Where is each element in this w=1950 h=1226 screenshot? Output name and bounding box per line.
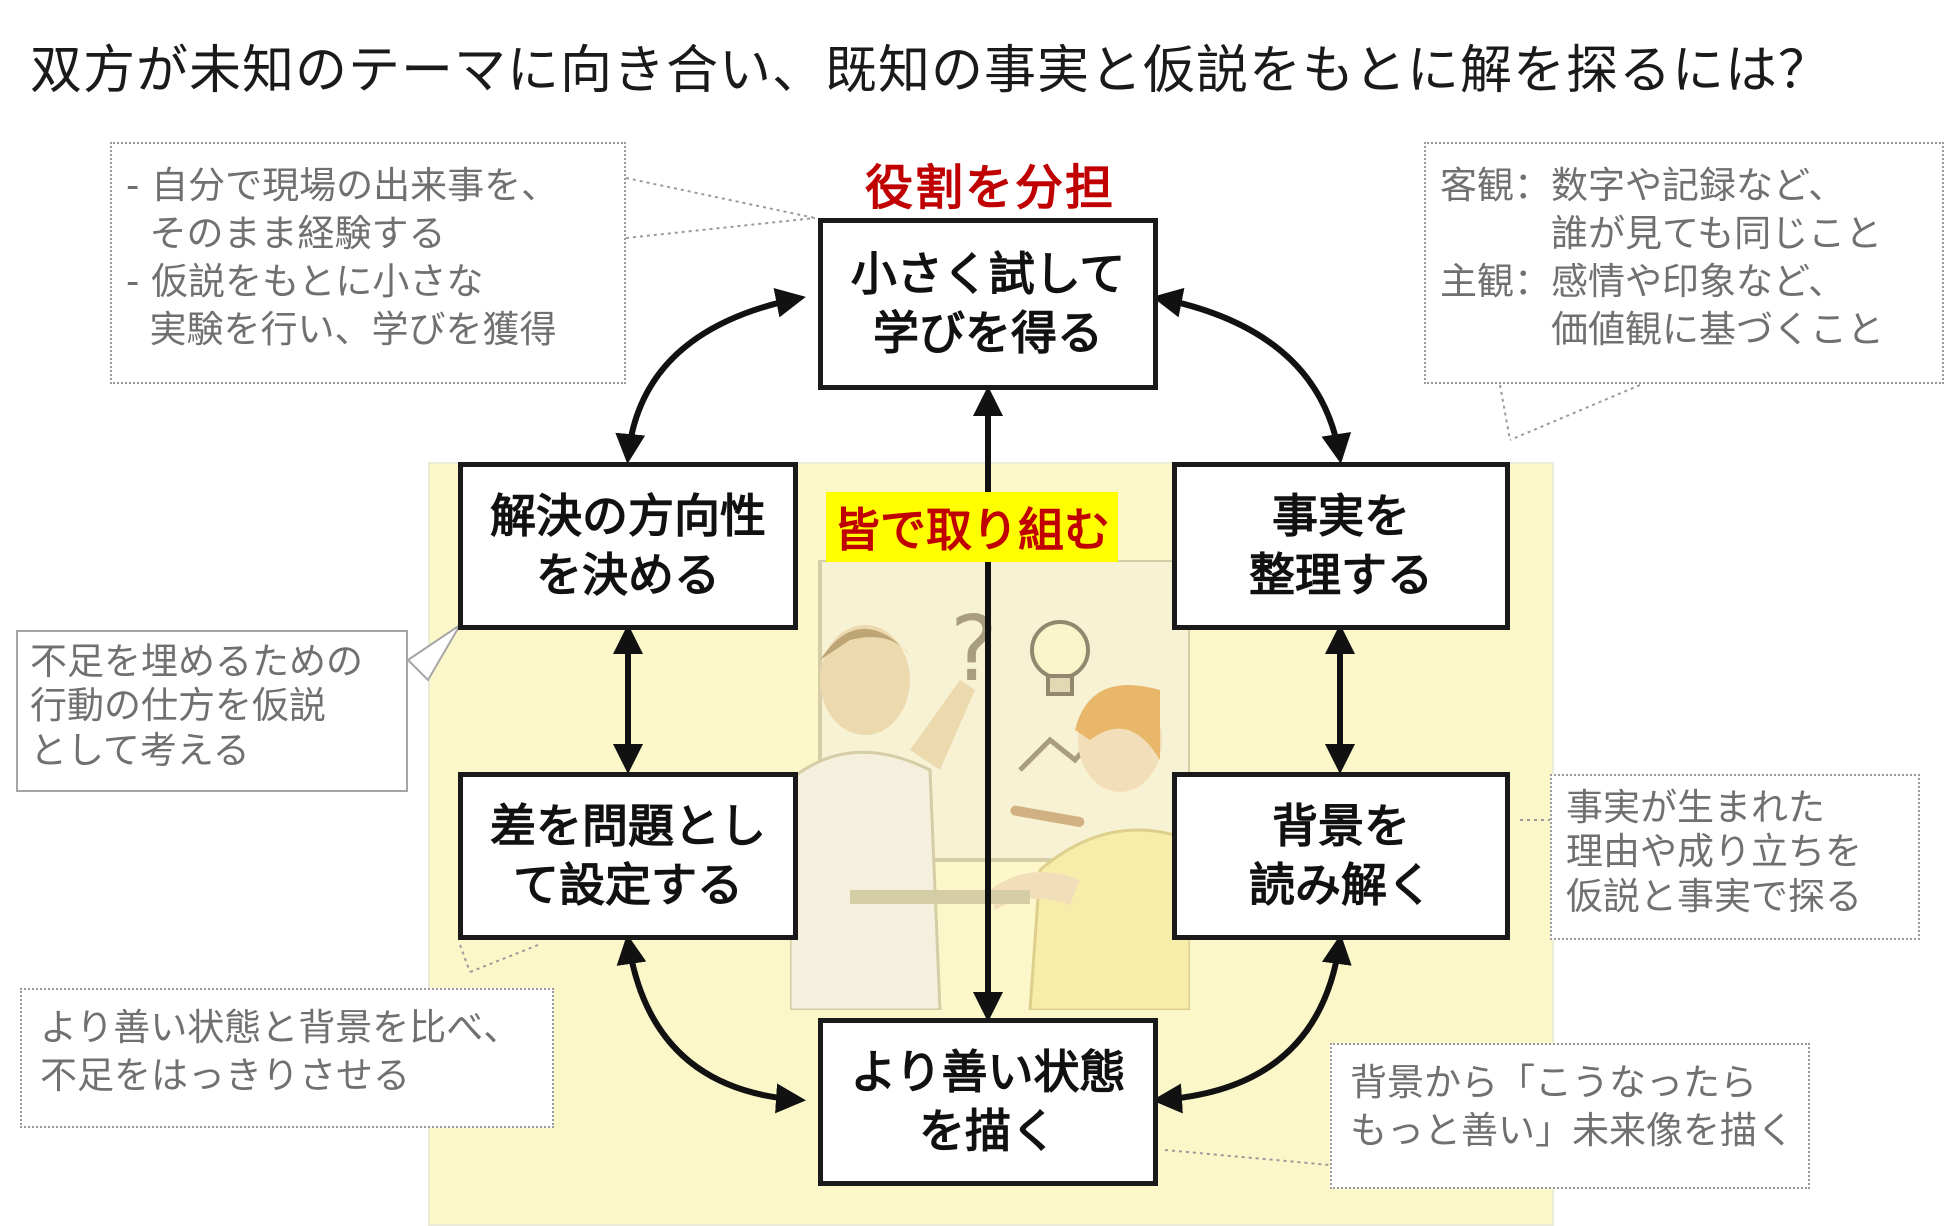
pointer-bottom-left (469, 944, 539, 973)
step-small-experiment-line-2: 学びを得る (873, 306, 1103, 360)
arrow-top-to-left (615, 288, 806, 464)
lightbulb-icon (1030, 620, 1090, 696)
pointer-top-left (625, 177, 816, 219)
step-decide-direction-line-2: を決める (536, 548, 720, 602)
note-objective-subjective: 客観：数字や記録など、 誰が見ても同じこと 主観：感情や印象など、 価値観に基づ… (1424, 142, 1944, 384)
step-define-problem-line-2: て設定する (513, 858, 743, 912)
step-small-experiment: 小さく試して学びを得る (818, 218, 1158, 390)
step-organize-facts-line-1: 事実を (1272, 489, 1410, 544)
step-organize-facts-line-2: 整理する (1249, 548, 1433, 602)
pointer-bottom-right (1164, 1149, 1331, 1166)
step-define-problem-line-1: 差を問題とし (490, 799, 766, 854)
pointer-top-right (1509, 384, 1641, 441)
step-envision-better-state: より善い状態を描く (818, 1018, 1158, 1186)
page-title: 双方が未知のテーマに向き合い、既知の事実と仮説をもとに解を探るには？ (30, 41, 1831, 101)
work-together-label: 皆で取り組む (826, 492, 1118, 562)
step-decide-direction-line-1: 解決の方向性 (490, 489, 766, 544)
arrow-right-to-bottom (1152, 934, 1352, 1114)
note-experience-and-experiment: - 自分で現場の出来事を、 そのまま経験する - 仮説をもとに小さな 実験を行い… (110, 142, 626, 384)
step-small-experiment-line-1: 小さく試して (850, 247, 1126, 302)
note-action-hypothesis: 不足を埋めるための 行動の仕方を仮説 として考える (16, 630, 408, 792)
step-organize-facts: 事実を整理する (1172, 462, 1510, 630)
note-compare-gap: より善い状態と背景を比べ、 不足をはっきりさせる (20, 988, 554, 1128)
note-future-vision: 背景から「こうなったら もっと善い」未来像を描く (1330, 1043, 1810, 1189)
role-sharing-label: 役割を分担 (864, 160, 1115, 216)
arrow-top-to-right (1152, 287, 1352, 464)
step-interpret-background-line-2: 読み解く (1249, 858, 1433, 912)
step-envision-better-state-line-2: を描く (919, 1104, 1057, 1158)
step-define-problem: 差を問題として設定する (458, 772, 798, 940)
step-envision-better-state-line-1: より善い状態 (850, 1045, 1126, 1100)
person-left (790, 625, 975, 1010)
pointer-mid-left (406, 624, 461, 682)
note-background-exploration: 事実が生まれた 理由や成り立ちを 仮説と事実で探る (1550, 774, 1920, 940)
arrow-left-to-bottom (616, 934, 806, 1114)
step-interpret-background-line-1: 背景を (1272, 799, 1410, 854)
step-decide-direction: 解決の方向性を決める (458, 462, 798, 630)
step-interpret-background: 背景を読み解く (1172, 772, 1510, 940)
